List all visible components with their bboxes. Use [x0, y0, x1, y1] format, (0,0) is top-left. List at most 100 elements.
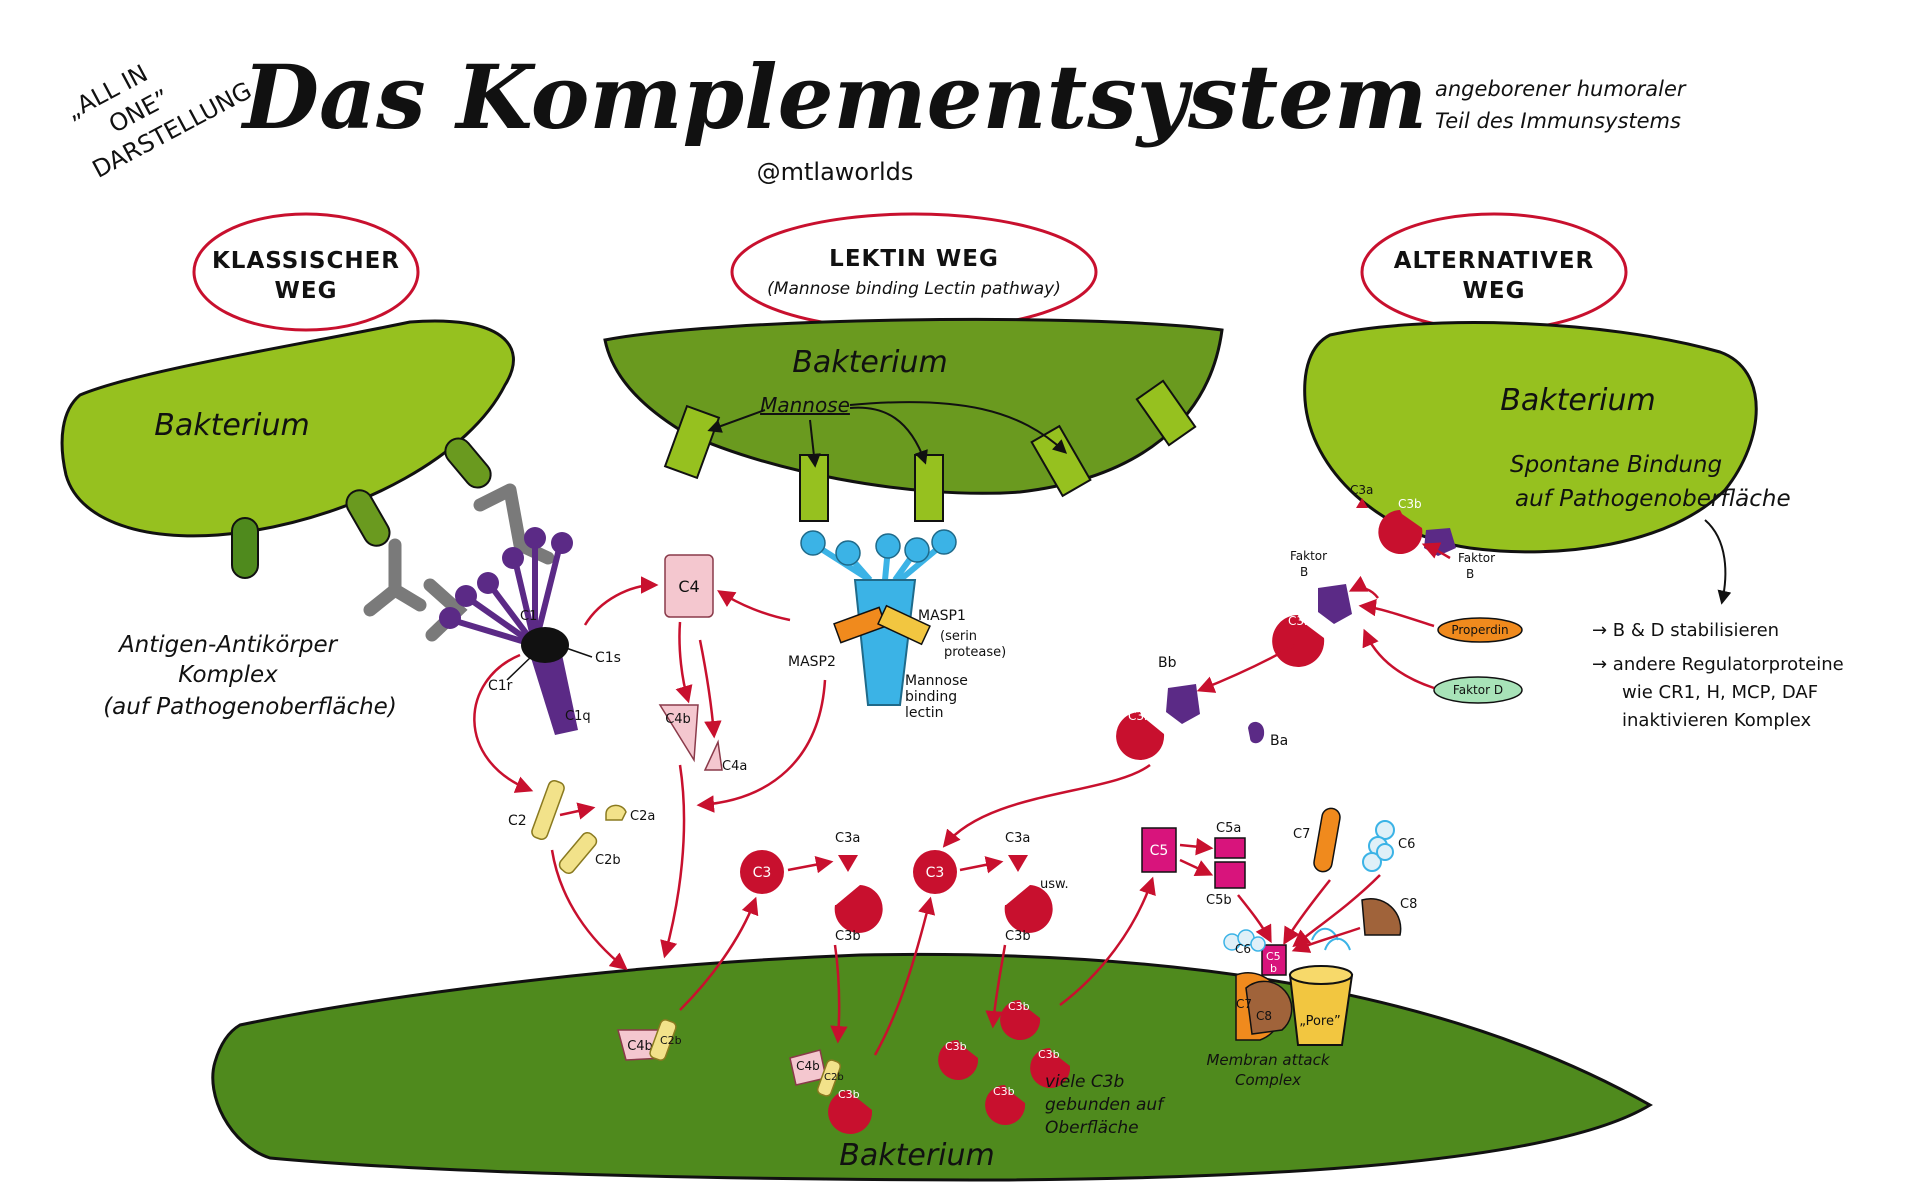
c7-protein	[1313, 807, 1341, 873]
surface-c3b-d-label: C3b	[993, 1085, 1015, 1098]
properdin-protein	[1437, 617, 1523, 643]
classical-bacterium-label: Bakterium	[154, 408, 309, 443]
mac-c6-label: C6	[1235, 942, 1251, 956]
arrow-masp-to-c2	[696, 679, 827, 813]
c1-label: C1	[520, 609, 537, 624]
c6-label: C6	[1398, 837, 1415, 852]
surface-c3b-c-label: C3b	[1038, 1048, 1060, 1061]
classical-title-ellipse	[192, 212, 420, 332]
alt-c3b-protein	[1378, 510, 1423, 554]
surface-c4b-1-label: C4b	[627, 1039, 653, 1054]
c1q-stem	[527, 645, 578, 735]
c5-protein	[1141, 827, 1177, 873]
arrow-properdin-to-complex	[1348, 575, 1379, 599]
masp1-label: MASP1	[918, 608, 966, 624]
surface-c3b-d	[985, 1085, 1026, 1125]
serin-line-1: (serin	[940, 629, 977, 644]
surface-c3b-b	[1000, 1000, 1041, 1040]
masp1	[877, 604, 931, 646]
c1r-label: C1r	[488, 678, 513, 694]
antigen-2	[345, 489, 391, 547]
surface-c3b-convertase	[828, 1090, 873, 1134]
properdin-label: Properdin	[1451, 623, 1508, 637]
mbl-line-1: Mannose	[905, 673, 968, 689]
c2a-protein	[605, 804, 627, 821]
c7-label: C7	[1293, 827, 1310, 842]
faktor-d-protein	[1433, 676, 1523, 704]
ba-label: Ba	[1270, 733, 1288, 749]
c3b-factor-b-c3b	[1272, 615, 1325, 667]
pore-body	[1288, 974, 1354, 1046]
classical-title-line-1: KLASSISCHER	[212, 248, 400, 274]
surface-bacterium-label: Bakterium	[839, 1138, 994, 1173]
c2b-protein	[558, 831, 598, 875]
c5b-protein	[1214, 861, 1246, 889]
alt-c3a-label: C3a	[1350, 483, 1373, 497]
page-title: Das Komplementsystem	[240, 45, 1428, 149]
arrow-c5-to-c5a	[1179, 837, 1214, 856]
arrow-c3b-to-surface-2	[985, 944, 1007, 1029]
arrow-c2-to-c2a	[559, 802, 596, 820]
spontaneous-line-2: auf Pathogenoberfläche	[1515, 486, 1791, 512]
antibody-group	[363, 483, 555, 642]
arrow-c3-to-c3a-1	[787, 856, 834, 874]
antigen-markers	[231, 437, 492, 579]
mannose-label: Mannose	[760, 393, 850, 417]
arrow-bb-to-c3	[942, 763, 1151, 848]
c6-protein	[1362, 820, 1395, 872]
faktor-b-label-line-2: B	[1300, 565, 1308, 579]
complex-label-line-2: Komplex	[178, 662, 278, 688]
c2-protein	[531, 780, 565, 840]
mbl-line-2: binding	[905, 689, 957, 705]
c1-complex	[439, 527, 578, 735]
c5-label: C5	[1150, 843, 1169, 859]
alternative-bacterium	[1303, 321, 1758, 554]
c3-protein-2	[913, 850, 957, 894]
faktor-b-label-line-1: Faktor	[1290, 549, 1327, 563]
antigen-3	[444, 437, 492, 489]
c4b-label: C4b	[665, 712, 691, 727]
c3bbb-c3b	[1116, 712, 1165, 760]
surface-c3b-b-label: C3b	[1008, 1000, 1030, 1013]
antigen-1	[231, 517, 259, 579]
surface-c3b-c	[1030, 1048, 1071, 1088]
c1q-label: C1q	[565, 709, 591, 724]
mac-label-line-1: Membran attack	[1206, 1051, 1330, 1069]
c2b-label: C2b	[595, 853, 621, 868]
c3a-protein-2	[1008, 855, 1028, 872]
alt-c3a-protein	[1356, 498, 1368, 508]
c3a-protein-1	[838, 855, 858, 872]
alternative-title-line-1: ALTERNATIVER	[1394, 248, 1595, 274]
arrow-c3-to-c3a-2	[959, 856, 1004, 874]
surface-c2b-1-label: C2b	[660, 1034, 682, 1047]
masp2-label: MASP2	[788, 654, 836, 670]
subtitle-line-2: Teil des Immunsystems	[1435, 109, 1681, 133]
c1s-label: C1s	[595, 650, 621, 666]
antibody-3	[423, 578, 468, 642]
c3-label-1: C3	[753, 865, 772, 881]
alt-faktor-b-line-1: Faktor	[1458, 551, 1495, 565]
mannose-pointer-lines	[707, 401, 1068, 468]
arrow-c1s-to-c4	[583, 576, 659, 626]
mac-c5b-label: C5	[1266, 950, 1281, 963]
c8-label: C8	[1400, 897, 1417, 912]
many-c3b-line-2: gebunden auf	[1045, 1095, 1166, 1115]
c3a-label-2: C3a	[1005, 831, 1030, 846]
c4b-protein	[658, 704, 699, 763]
subtitle-line-1: angeborener humoraler	[1435, 77, 1687, 101]
c4-label: C4	[678, 577, 699, 596]
faktor-d-label: Faktor D	[1453, 683, 1503, 697]
arrow-c3b-to-surface-1	[830, 944, 848, 1044]
ba-protein	[1248, 721, 1265, 744]
arrow-masp-to-c4	[717, 590, 791, 622]
lectin-title-line-1: LEKTIN WEG	[829, 246, 999, 272]
arrow-surface-to-c3	[679, 896, 759, 1011]
spontaneous-arrow	[1704, 519, 1732, 605]
many-c3b-line-3: Oberfläche	[1045, 1118, 1139, 1138]
mannose-receptors	[663, 379, 1197, 522]
arrow-c7-to-mac	[1283, 879, 1331, 946]
cascade-arrows	[473, 542, 1451, 1056]
arrow-c4-to-c4a	[698, 639, 722, 739]
